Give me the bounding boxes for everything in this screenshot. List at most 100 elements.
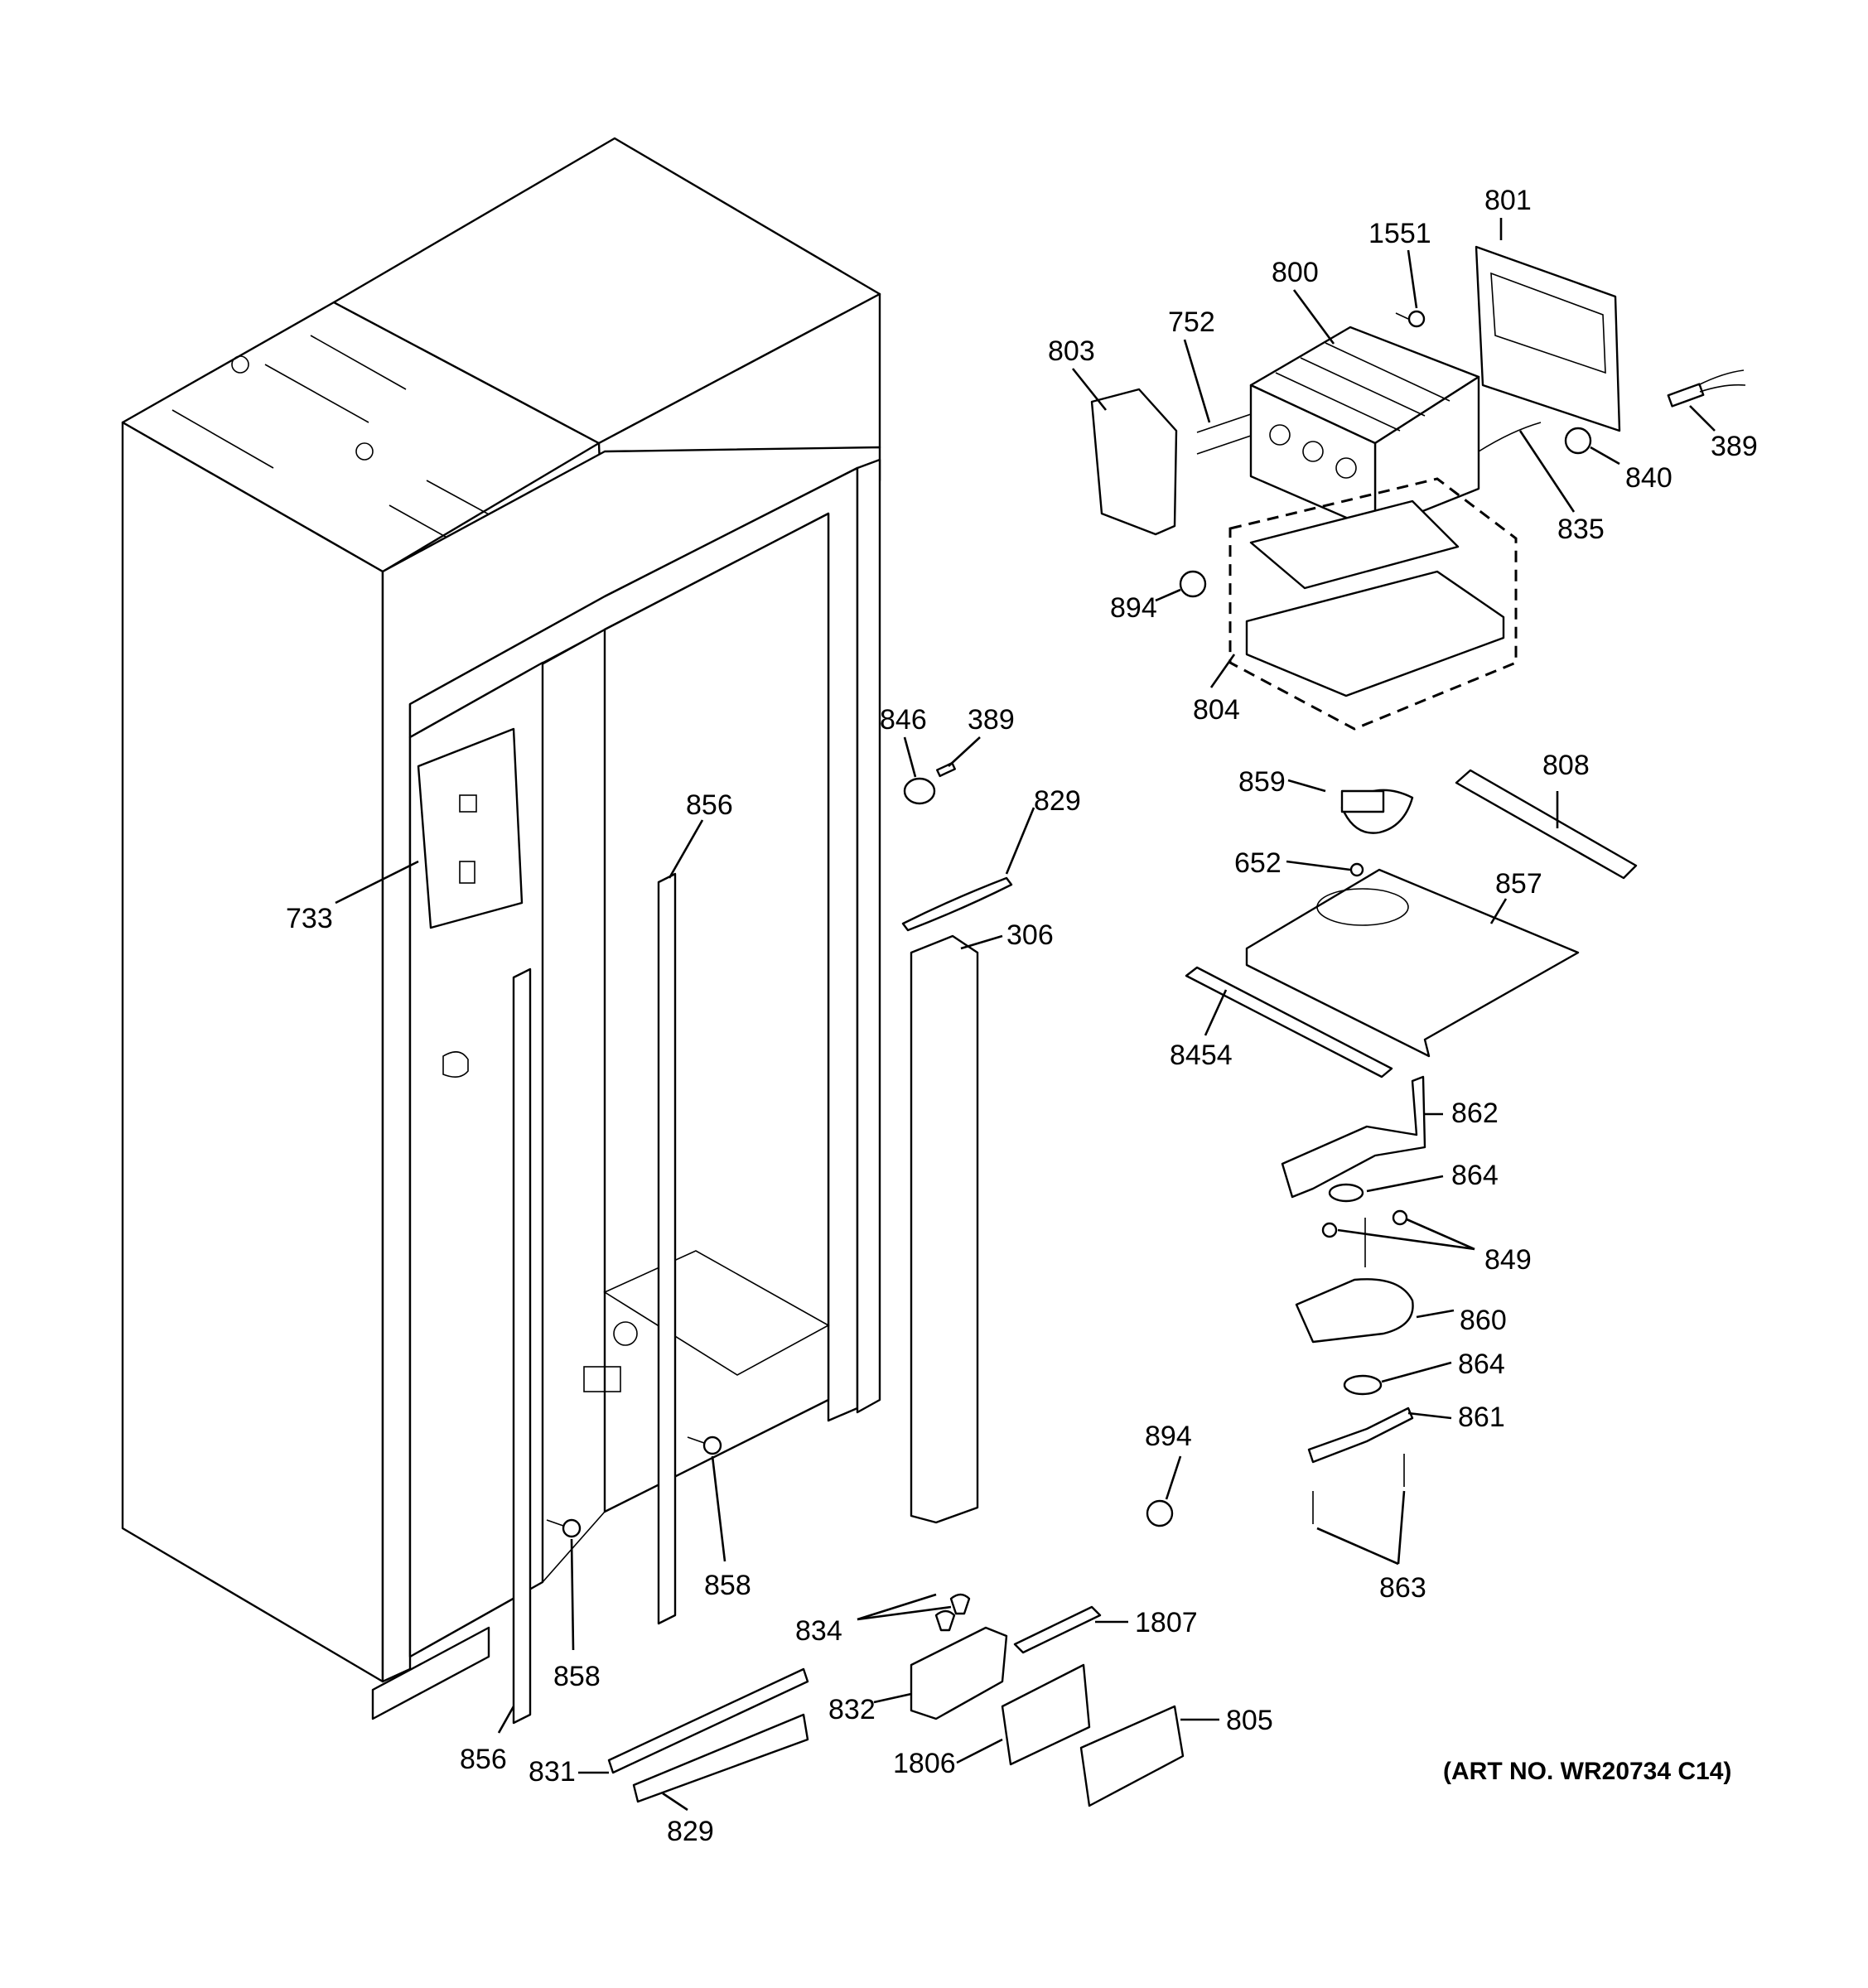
callout-846: 846 xyxy=(880,704,927,736)
callout-859: 859 xyxy=(1238,766,1286,798)
floor-hole xyxy=(613,1321,638,1346)
leader-863-left xyxy=(1316,1527,1399,1566)
callout-805: 805 xyxy=(1226,1705,1273,1736)
heater-rod-752 xyxy=(1196,435,1252,455)
leader-859 xyxy=(1287,779,1326,793)
shield-803 xyxy=(1090,388,1178,536)
refrigerator-cabinet xyxy=(121,137,881,1720)
callout-829: 829 xyxy=(667,1816,714,1847)
top-slot xyxy=(171,409,274,469)
callout-733: 733 xyxy=(286,903,333,934)
floor-plate xyxy=(583,1366,621,1392)
callout-864: 864 xyxy=(1451,1160,1499,1191)
leader-894b xyxy=(1165,1455,1182,1500)
tube-8454 xyxy=(1185,966,1393,1078)
fin-line xyxy=(1275,372,1401,432)
leader-lines xyxy=(335,218,1716,1812)
leader-858b xyxy=(570,1538,575,1651)
thermostat-894-bottom xyxy=(1146,1499,1174,1527)
coil-loop xyxy=(1302,441,1324,462)
housing-switch xyxy=(459,794,477,813)
cabinet-base-kick xyxy=(371,1626,490,1720)
bracket-832 xyxy=(910,1626,1008,1720)
callout-856: 856 xyxy=(686,789,733,821)
fan-cover-857 xyxy=(1245,868,1580,1058)
leader-1806 xyxy=(956,1738,1003,1764)
bracket-862 xyxy=(1281,1075,1426,1199)
callout-834: 834 xyxy=(795,1615,842,1647)
nut-652 xyxy=(1349,862,1364,877)
leader-389b xyxy=(948,736,981,767)
bottom-parts xyxy=(607,1593,1185,1807)
evaporator-cover-801 xyxy=(1475,245,1621,432)
drain-pan-cover xyxy=(1249,499,1460,590)
callout-831: 831 xyxy=(529,1756,576,1788)
panel-805 xyxy=(1079,1705,1185,1807)
fin-line xyxy=(1300,357,1426,417)
dispenser-housing xyxy=(417,727,524,929)
callout-389: 389 xyxy=(968,704,1015,736)
top-hole xyxy=(231,355,249,374)
cover-window xyxy=(1490,272,1606,374)
callout-1806: 1806 xyxy=(893,1748,956,1779)
callout-306: 306 xyxy=(1006,919,1054,951)
leader-849-right xyxy=(1406,1218,1475,1251)
coil-loop xyxy=(1335,457,1357,479)
strip-1807 xyxy=(1013,1605,1102,1654)
fitting-840 xyxy=(1564,427,1592,455)
leader-846 xyxy=(903,736,917,778)
screw-858-lower xyxy=(562,1518,582,1538)
callout-1807: 1807 xyxy=(1135,1607,1198,1638)
cabinet-left-side xyxy=(121,421,384,1683)
callout-800: 800 xyxy=(1272,257,1319,288)
callout-1551: 1551 xyxy=(1368,218,1431,249)
drain-pan-group-804 xyxy=(1228,477,1518,731)
trim-parts xyxy=(512,761,1013,1725)
callout-894: 894 xyxy=(1145,1421,1192,1452)
fan-opening xyxy=(1316,888,1409,926)
callout-803: 803 xyxy=(1048,335,1095,367)
leader-829b xyxy=(662,1792,688,1812)
leader-849-left xyxy=(1337,1228,1475,1251)
leader-834-right xyxy=(857,1605,952,1621)
heater-rod-752 xyxy=(1196,413,1252,433)
thermistor-wire xyxy=(1697,369,1746,393)
leader-1551 xyxy=(1407,249,1418,309)
callout-801: 801 xyxy=(1484,185,1532,216)
callout-856: 856 xyxy=(460,1744,507,1775)
callout-858: 858 xyxy=(704,1570,751,1601)
callout-849: 849 xyxy=(1484,1244,1532,1276)
top-slot xyxy=(310,335,407,390)
thermostat-894-top xyxy=(1179,570,1207,598)
strip-808 xyxy=(1455,769,1638,880)
strip-856-left xyxy=(512,967,532,1725)
grille-846 xyxy=(903,777,936,805)
callout-832: 832 xyxy=(828,1694,876,1725)
callout-840: 840 xyxy=(1625,462,1673,494)
drain-pan xyxy=(1245,570,1505,697)
callout-labels: 801 1551 800 752 803 389 840 835 894 804… xyxy=(286,185,1758,1847)
leader-803 xyxy=(1071,368,1108,411)
track-829 xyxy=(632,1713,809,1803)
art-number: (ART NO. WR20734 C14) xyxy=(1443,1758,1731,1785)
callout-752: 752 xyxy=(1168,306,1215,338)
thermistor-389-b xyxy=(936,761,956,778)
bracket-861 xyxy=(1307,1407,1414,1464)
callout-894: 894 xyxy=(1110,592,1157,624)
fin-line xyxy=(1325,342,1450,402)
top-slot xyxy=(264,364,369,423)
motor-860 xyxy=(1295,1278,1414,1344)
liner-edge xyxy=(542,1511,606,1583)
leader-861 xyxy=(1407,1411,1452,1420)
leader-857 xyxy=(1489,898,1508,924)
housing-slot xyxy=(459,861,475,884)
liner-edge xyxy=(542,629,606,663)
leader-840 xyxy=(1590,446,1620,466)
leader-860 xyxy=(1416,1309,1455,1319)
leader-8454 xyxy=(1204,989,1228,1036)
leader-858a xyxy=(711,1455,726,1562)
leader-733 xyxy=(335,860,419,905)
leader-863-right xyxy=(1397,1490,1406,1565)
leader-652 xyxy=(1286,860,1351,871)
